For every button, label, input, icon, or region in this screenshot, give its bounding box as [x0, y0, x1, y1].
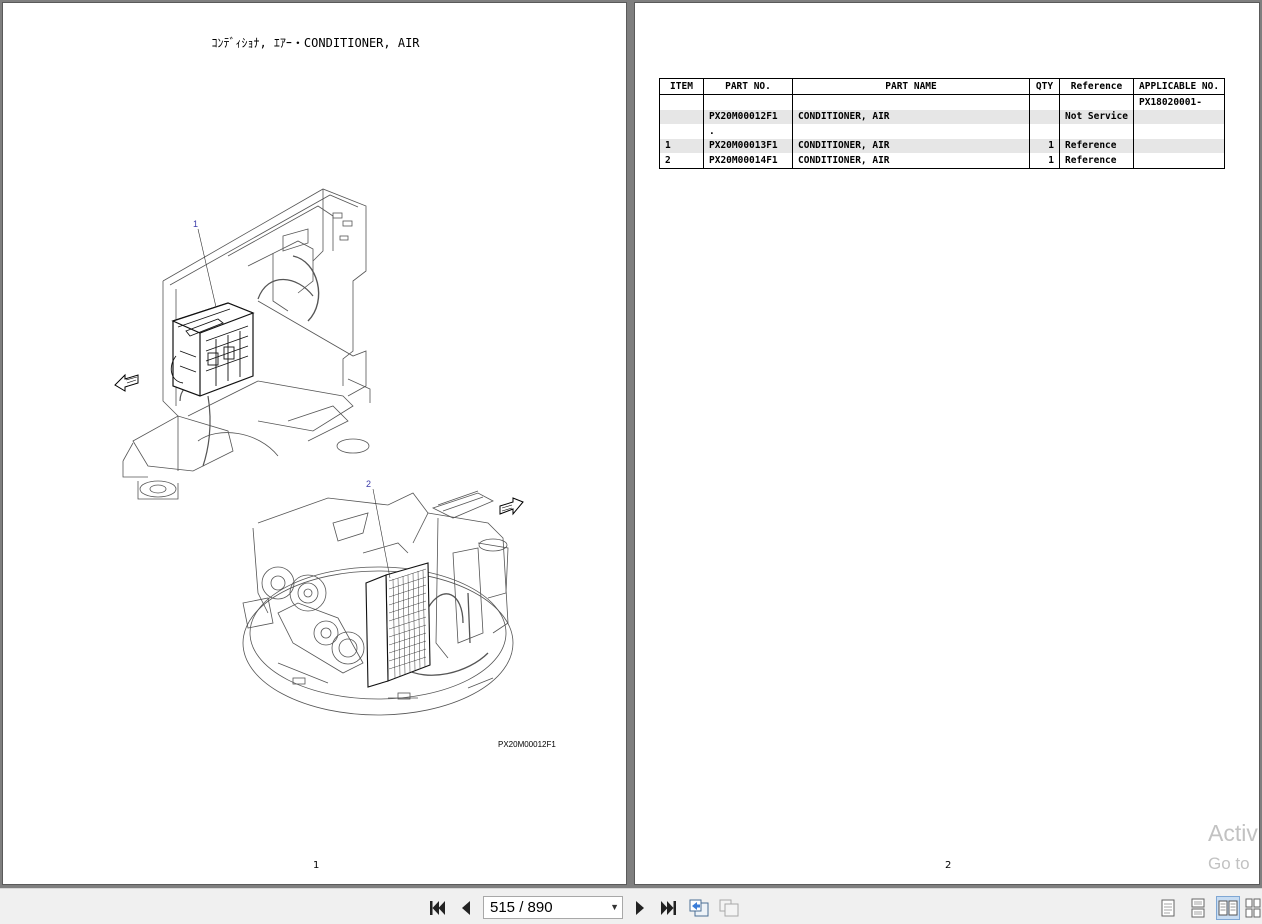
- cell-part-name: CONDITIONER, AIR: [792, 109, 1030, 124]
- cell-reference: Reference: [1059, 138, 1134, 153]
- cell-applicable-no: [1133, 138, 1225, 153]
- previous-page-button[interactable]: [455, 897, 477, 919]
- column-header-qty: QTY: [1029, 78, 1060, 95]
- cell-item: [659, 109, 704, 124]
- continuous-view-button[interactable]: [1186, 896, 1210, 920]
- last-page-icon: [661, 901, 676, 915]
- page-right: ITEM PART NO. PART NAME QTY Reference AP…: [634, 2, 1260, 885]
- parts-table: ITEM PART NO. PART NAME QTY Reference AP…: [659, 78, 1225, 169]
- table-row: 2 PX20M00014F1 CONDITIONER, AIR 1 Refere…: [659, 153, 1225, 169]
- cell-reference: Reference: [1059, 153, 1134, 169]
- cell-item: 2: [659, 153, 704, 169]
- previous-view-button[interactable]: [688, 897, 710, 919]
- cell-reference: Not Service: [1059, 109, 1134, 124]
- callout-2: 2: [366, 479, 372, 489]
- column-header-reference: Reference: [1059, 78, 1134, 95]
- drawing-code: PX20M00012F1: [498, 740, 556, 749]
- cell-applicable-no: [1133, 109, 1225, 124]
- activation-watermark-line2: Go to: [1208, 854, 1250, 873]
- cell-item: [659, 94, 704, 110]
- table-header-row: ITEM PART NO. PART NAME QTY Reference AP…: [659, 78, 1225, 95]
- cell-part-name: [792, 124, 1030, 139]
- page-indicator-text: 515 / 890: [490, 899, 553, 916]
- forward-arrow-icon: [499, 497, 524, 516]
- column-header-part-name: PART NAME: [792, 78, 1030, 95]
- cell-part-no: PX20M00014F1: [703, 153, 793, 169]
- previous-page-icon: [462, 901, 470, 915]
- first-page-button[interactable]: [426, 897, 448, 919]
- table-row: PX18020001-: [659, 94, 1225, 110]
- cell-applicable-no: PX18020001-: [1133, 94, 1225, 110]
- page-left: ｺﾝﾃﾞｨｼｮﾅ, ｴｱｰ・CONDITIONER, AIR: [2, 2, 627, 885]
- next-page-icon: [636, 901, 644, 915]
- navigation-toolbar: 515 / 890 ▼: [0, 888, 1262, 924]
- cell-item: 1: [659, 138, 704, 153]
- two-page-continuous-view-button[interactable]: [1244, 896, 1262, 920]
- previous-view-icon: [689, 899, 709, 917]
- page-number: 2: [945, 860, 952, 871]
- last-page-button[interactable]: [658, 897, 680, 919]
- page-number-dropdown[interactable]: 515 / 890 ▼: [483, 896, 623, 919]
- column-header-applicable-no: APPLICABLE NO.: [1133, 78, 1225, 95]
- forward-arrow-icon: [114, 373, 139, 392]
- cell-part-no: [703, 94, 793, 110]
- next-view-icon: [719, 899, 739, 917]
- first-page-icon: [430, 901, 445, 915]
- next-view-button[interactable]: [718, 897, 740, 919]
- cell-part-no: .: [703, 124, 793, 139]
- cell-qty: 1: [1029, 153, 1060, 169]
- cell-qty: [1029, 94, 1060, 110]
- two-page-continuous-icon: [1245, 898, 1261, 918]
- page-title: ｺﾝﾃﾞｨｼｮﾅ, ｴｱｰ・CONDITIONER, AIR: [211, 36, 420, 50]
- cell-applicable-no: [1133, 153, 1225, 169]
- single-page-view-button[interactable]: [1156, 896, 1180, 920]
- activation-watermark-line1: Activ: [1208, 820, 1258, 846]
- cell-part-name: [792, 94, 1030, 110]
- callout-1: 1: [193, 219, 199, 229]
- cell-qty: [1029, 124, 1060, 139]
- two-page-view-button[interactable]: [1216, 896, 1240, 920]
- column-header-item: ITEM: [659, 78, 704, 95]
- single-page-icon: [1161, 899, 1175, 917]
- cell-reference: [1059, 94, 1134, 110]
- illustration-hvac-unit: [122, 188, 371, 500]
- cell-reference: [1059, 124, 1134, 139]
- column-header-part-no: PART NO.: [703, 78, 793, 95]
- table-row: PX20M00012F1 CONDITIONER, AIR Not Servic…: [659, 109, 1225, 124]
- cell-qty: 1: [1029, 138, 1060, 153]
- page-number: 1: [313, 860, 320, 871]
- continuous-icon: [1191, 898, 1205, 918]
- chevron-down-icon: ▼: [610, 902, 619, 912]
- table-row: .: [659, 124, 1225, 139]
- table-row: 1 PX20M00013F1 CONDITIONER, AIR 1 Refere…: [659, 138, 1225, 153]
- illustration-condenser: [242, 488, 514, 716]
- cell-part-no: PX20M00013F1: [703, 138, 793, 153]
- cell-qty: [1029, 109, 1060, 124]
- document-viewer: ｺﾝﾃﾞｨｼｮﾅ, ｴｱｰ・CONDITIONER, AIR: [2, 2, 1260, 885]
- two-page-icon: [1218, 900, 1238, 916]
- cell-part-no: PX20M00012F1: [703, 109, 793, 124]
- cell-applicable-no: [1133, 124, 1225, 139]
- cell-part-name: CONDITIONER, AIR: [792, 153, 1030, 169]
- cell-item: [659, 124, 704, 139]
- next-page-button[interactable]: [629, 897, 651, 919]
- cell-part-name: CONDITIONER, AIR: [792, 138, 1030, 153]
